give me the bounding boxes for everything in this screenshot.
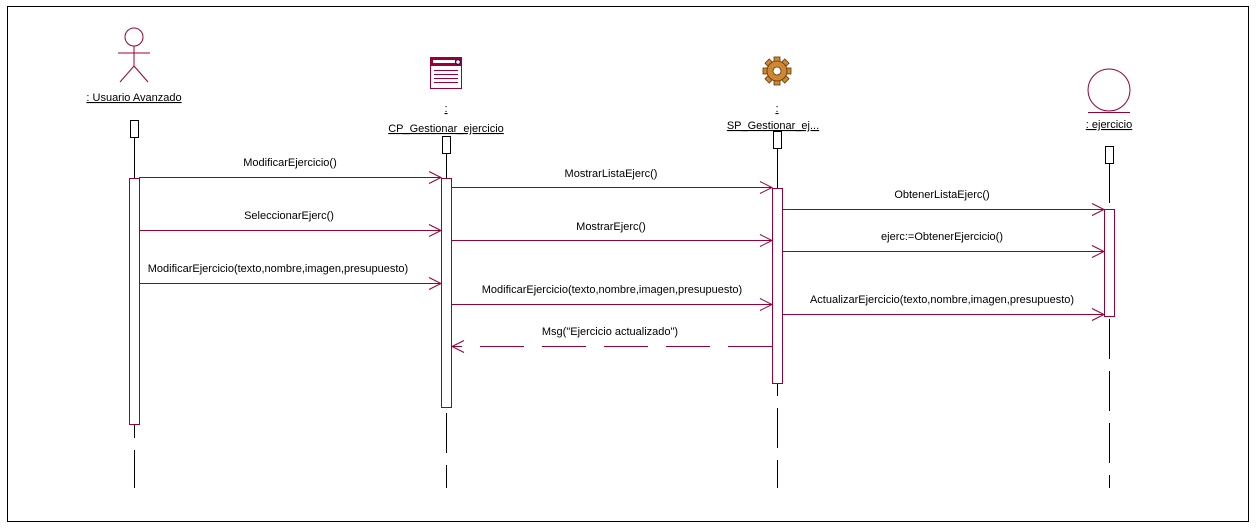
- entity-lifeline-box: [1105, 146, 1114, 164]
- entity-lifeline-header[interactable]: : ejercicio: [1086, 68, 1132, 131]
- message-arrow[interactable]: [451, 181, 774, 194]
- message-label: MostrarListaEjerc(): [565, 168, 658, 180]
- entity-activation: [1104, 209, 1115, 317]
- cp-prefix: :: [444, 103, 447, 115]
- message-arrow[interactable]: [782, 308, 1106, 321]
- message-label: ModificarEjercicio(texto,nombre,imagen,p…: [482, 284, 742, 296]
- message-arrow[interactable]: [139, 171, 443, 184]
- message-arrow[interactable]: [139, 224, 443, 237]
- message-label: SeleccionarEjerc(): [244, 210, 334, 222]
- message-arrow[interactable]: [782, 245, 1106, 258]
- message-label: Msg("Ejercicio actualizado"): [542, 326, 678, 338]
- gear-icon: [762, 56, 792, 86]
- message-arrow[interactable]: [451, 298, 774, 311]
- sp-prefix: :: [775, 103, 778, 115]
- actor-icon: [118, 27, 150, 83]
- message-label: ejerc:=ObtenerEjercicio(): [881, 231, 1003, 243]
- cp-activation: [441, 178, 452, 408]
- message-label: ModificarEjercicio(): [243, 157, 337, 169]
- message-label: MostrarEjerc(): [576, 221, 646, 233]
- return-message-arrow[interactable]: [450, 340, 772, 353]
- message-arrow[interactable]: [782, 203, 1106, 216]
- sp-label: SP_Gestionar_ej...: [727, 120, 819, 132]
- message-arrow[interactable]: [451, 234, 774, 247]
- sp-activation: [772, 188, 783, 384]
- cp-label: CP_Gestionar_ejercicio: [388, 123, 504, 135]
- actor-lifeline-header[interactable]: : Usuario Avanzado: [86, 27, 182, 104]
- window-icon: [430, 57, 462, 89]
- cp-lifeline-box: [442, 136, 451, 154]
- diagram-frame: [7, 6, 1249, 522]
- actor-lifeline-box: [130, 120, 139, 138]
- actor-activation: [129, 178, 140, 425]
- cp-lifeline-header[interactable]: : CP_Gestionar_ejercicio: [388, 57, 504, 136]
- entity-icon: [1087, 68, 1131, 113]
- entity-label: : ejercicio: [1086, 119, 1132, 131]
- actor-label: : Usuario Avanzado: [86, 92, 181, 104]
- message-label: ActualizarEjercicio(texto,nombre,imagen,…: [810, 294, 1074, 306]
- message-label: ModificarEjercicio(texto,nombre,imagen,p…: [148, 263, 408, 275]
- sp-lifeline-box: [773, 131, 782, 149]
- message-arrow[interactable]: [139, 277, 443, 290]
- sp-lifeline-header[interactable]: : SP_Gestionar_ej...: [727, 56, 819, 132]
- message-label: ObtenerListaEjerc(): [894, 189, 989, 201]
